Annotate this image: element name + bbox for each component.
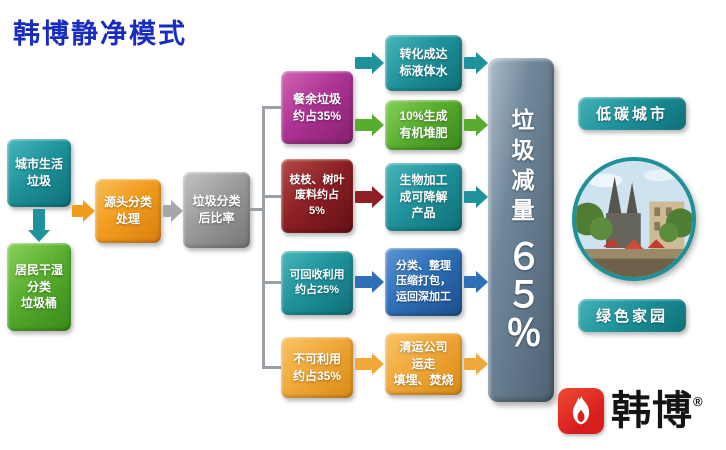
- node-label: 源头分类 处理: [103, 195, 152, 226]
- brand-logo: 韩博®: [558, 388, 703, 434]
- connector-line: [262, 281, 281, 284]
- node-label: 居民干湿 分类 垃圾桶: [14, 262, 63, 311]
- pill-green-home: 绿色家园: [578, 299, 686, 332]
- node-compost: 10%生成 有机堆肥: [385, 100, 462, 150]
- node-removal: 清运公司 运走 填埋、焚烧: [385, 333, 462, 395]
- pill-label: 低碳城市: [595, 106, 668, 123]
- page-title: 韩博静净模式: [13, 19, 187, 49]
- connector-line: [262, 106, 281, 109]
- result-label: 垃圾减量: [508, 108, 534, 228]
- node-unusable: 不可利用 约占35%: [281, 337, 353, 398]
- result-percent: ６５％: [501, 238, 542, 352]
- flame-icon: [558, 388, 604, 434]
- city-photo-illustration: [576, 161, 692, 277]
- brand-text: 韩博: [611, 389, 693, 433]
- arrow-right-icon: [72, 200, 95, 222]
- result-box: 垃圾减量 ６５％: [488, 58, 554, 402]
- node-resident-bins: 居民干湿 分类 垃圾桶: [7, 243, 71, 331]
- node-label: 分类、整理 压缩打包， 运回深加工: [396, 259, 451, 303]
- connector-line: [262, 366, 281, 369]
- node-city-waste: 城市生活 垃圾: [7, 139, 71, 207]
- arrow-right-icon: [355, 114, 384, 136]
- node-label: 不可利用 约占35%: [292, 351, 342, 383]
- arrow-right-icon: [464, 271, 488, 293]
- node-leaves-waste: 枝枝、树叶 废料约占 5%: [281, 159, 353, 233]
- node-source-sort: 源头分类 处理: [95, 179, 161, 243]
- arrow-right-icon: [464, 114, 488, 136]
- node-label: 10%生成 有机堆肥: [399, 109, 448, 140]
- arrow-down-icon: [28, 209, 50, 242]
- arrow-right-icon: [355, 52, 384, 74]
- arrow-right-icon: [464, 353, 488, 375]
- node-deep-processing: 分类、整理 压缩打包， 运回深加工: [385, 248, 462, 316]
- arrow-right-icon: [163, 200, 183, 222]
- node-label: 城市生活 垃圾: [14, 157, 63, 188]
- arrow-right-icon: [355, 186, 384, 208]
- city-photo: [572, 157, 696, 281]
- node-label: 餐余垃圾 约占35%: [292, 91, 342, 123]
- node-recyclable: 可回收利用 约占25%: [281, 251, 353, 315]
- node-label: 枝枝、树叶 废料约占 5%: [289, 173, 345, 217]
- arrow-right-icon: [355, 271, 384, 293]
- arrow-right-icon: [355, 353, 384, 375]
- registered-mark: ®: [693, 394, 703, 409]
- node-label: 转化成达 标液体水: [399, 47, 448, 78]
- node-food-waste: 餐余垃圾 约占35%: [281, 71, 353, 144]
- node-ratio: 垃圾分类 后比率: [183, 172, 250, 248]
- connector-line: [262, 195, 281, 198]
- brand-name: 韩博®: [611, 388, 703, 434]
- node-label: 垃圾分类 后比率: [192, 194, 241, 225]
- node-label: 可回收利用 约占25%: [289, 268, 345, 296]
- arrow-right-icon: [464, 186, 488, 208]
- pill-label: 绿色家园: [595, 308, 668, 325]
- node-biodegradable: 生物加工 成可降解 产品: [385, 163, 462, 231]
- arrow-right-icon: [464, 52, 488, 74]
- pill-low-carbon-city: 低碳城市: [578, 97, 686, 130]
- node-label: 清运公司 运走 填埋、焚烧: [393, 339, 454, 388]
- node-label: 生物加工 成可降解 产品: [399, 172, 448, 221]
- connector-line: [250, 208, 265, 211]
- connector-line: [262, 106, 265, 369]
- node-liquid-water: 转化成达 标液体水: [385, 35, 462, 91]
